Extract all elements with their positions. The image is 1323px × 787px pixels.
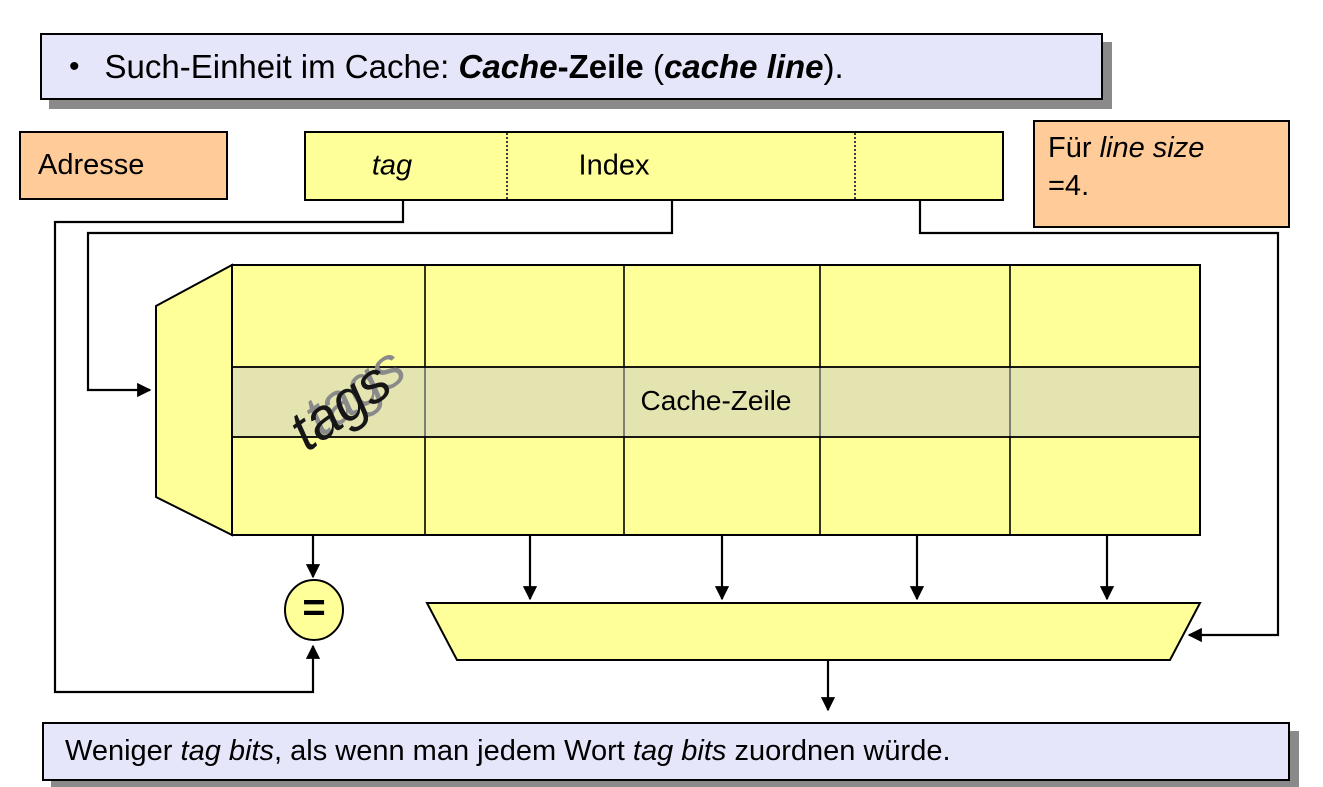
title-run-4: (	[643, 47, 664, 85]
line-size-note-box: Für line size =4.	[1033, 120, 1290, 228]
title-run-3: -Zeile	[557, 47, 644, 85]
title-run-5: cache line	[663, 47, 824, 85]
comparator-circle	[284, 579, 344, 641]
tag-field-label: tag	[371, 149, 413, 182]
cache-line-row-highlight	[231, 366, 1201, 438]
adresse-label: Adresse	[38, 149, 145, 181]
index-field-label: Index	[578, 149, 650, 182]
title-box: • Such-Einheit im Cache: Cache-Zeile (ca…	[40, 33, 1103, 100]
footer-run-2: tag bits	[180, 735, 275, 767]
note-line-1: Für line size	[1048, 130, 1288, 168]
title-run-6: ).	[823, 47, 844, 85]
footer-run-3: , als wenn man jedem Wort	[274, 735, 633, 767]
title-run-1: Such-Einheit im Cache:	[104, 47, 459, 85]
note-line-2: =4.	[1048, 169, 1090, 202]
line-size-note-text: Für line size =4.	[1035, 122, 1288, 205]
footer-run-4: tag bits	[632, 735, 727, 767]
mux-trapezoid	[425, 602, 1202, 661]
title-run-2: Cache	[458, 47, 558, 85]
wire-tag-to-comparator	[53, 199, 405, 694]
decoder-trapezoid	[155, 263, 233, 537]
wire-index-to-decoder	[86, 199, 674, 398]
footer-box: Weniger tag bits, als wenn man jedem Wor…	[42, 722, 1290, 781]
title-bullet: •	[69, 49, 80, 83]
wire-offset-to-mux	[918, 199, 1280, 643]
footer-run-1: Weniger	[65, 735, 181, 767]
note-line1-normal: Für	[1048, 132, 1100, 164]
adresse-box: Adresse	[19, 131, 228, 200]
address-seg-divider-2	[854, 133, 856, 199]
address-bar: tag Index	[304, 131, 1004, 201]
comparator-equals-symbol: =	[302, 585, 326, 630]
cache-line-label: Cache-Zeile	[640, 385, 792, 416]
footer-run-5: zuordnen würde.	[726, 735, 951, 767]
note-line1-italic: line size	[1099, 132, 1205, 164]
footer-text: Weniger tag bits, als wenn man jedem Wor…	[44, 735, 951, 768]
title-text: Such-Einheit im Cache: Cache-Zeile (cach…	[105, 48, 844, 86]
address-seg-divider-1	[506, 133, 508, 199]
